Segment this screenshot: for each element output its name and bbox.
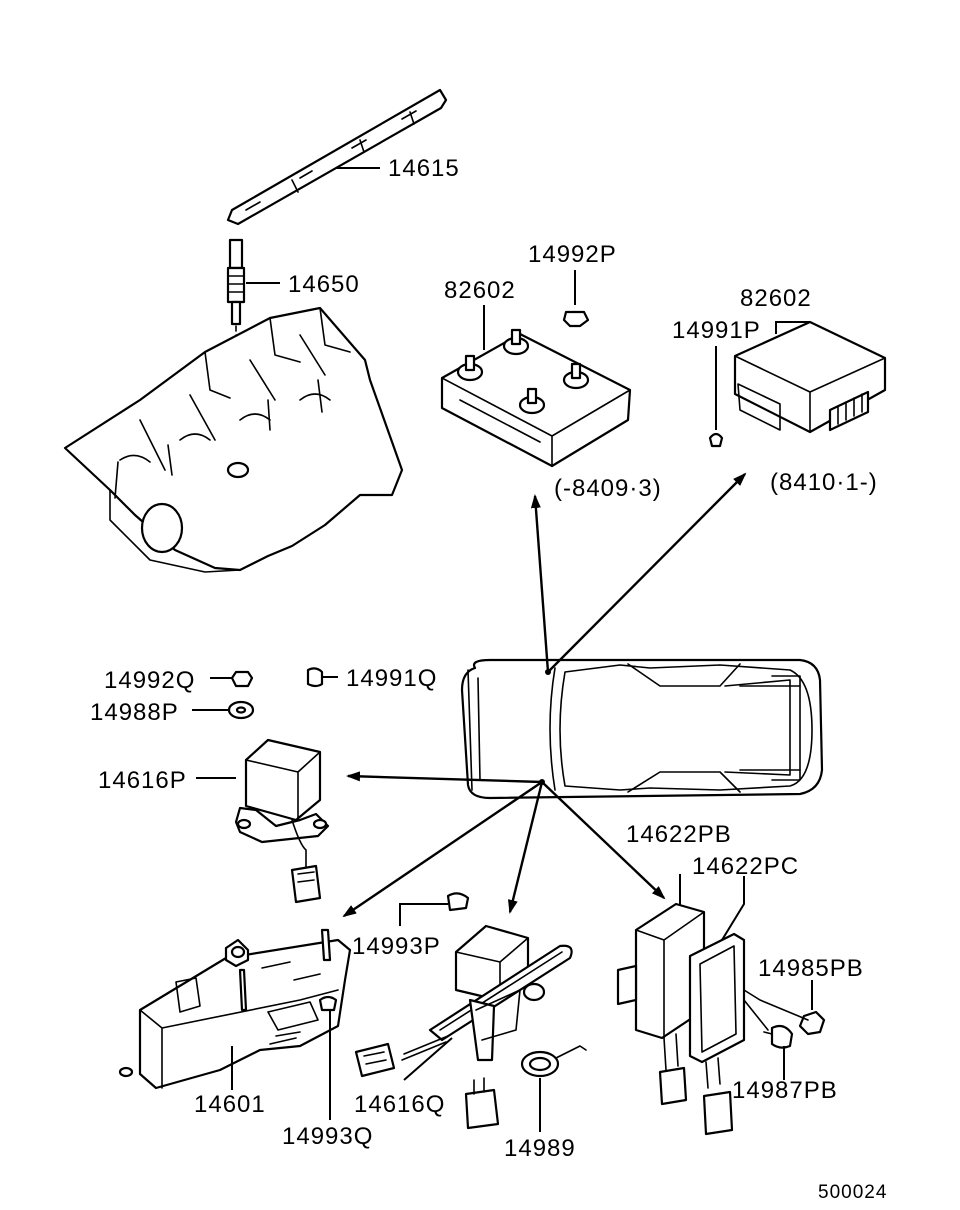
label-14987PB: 14987PB — [732, 1077, 838, 1104]
label-range-old: (-8409·3) — [554, 475, 662, 502]
label-14989: 14989 — [504, 1135, 576, 1162]
screw-14987PB — [743, 989, 809, 1080]
leader-14622PC — [721, 876, 745, 941]
screw-14991Q — [306, 667, 338, 688]
reference-number: 500024 — [818, 1182, 887, 1203]
nut-14985PB — [798, 980, 826, 1036]
nut-14992P — [562, 270, 590, 328]
label-14622PC: 14622PC — [692, 853, 799, 880]
label-14985PB: 14985PB — [758, 955, 864, 982]
label-14601: 14601 — [194, 1091, 266, 1118]
glow-plug — [226, 238, 246, 326]
screw-14991P — [708, 346, 724, 448]
label-14992Q: 14992Q — [104, 667, 195, 694]
label-14993P: 14993P — [352, 933, 441, 960]
car-outline — [460, 658, 824, 800]
label-82602-new: 82602 — [740, 285, 812, 312]
label-82602-old: 82602 — [444, 277, 516, 304]
relay-box-new — [733, 320, 887, 434]
label-14615: 14615 — [388, 155, 460, 182]
label-14991Q: 14991Q — [346, 665, 437, 692]
gasket-strip — [226, 88, 448, 226]
nut-14992Q — [210, 670, 254, 688]
relay-box-old — [440, 328, 632, 468]
label-14650: 14650 — [288, 271, 360, 298]
control-unit-14622PC — [688, 932, 746, 1136]
label-range-new: (8410·1-) — [770, 469, 878, 496]
location-arrows — [342, 472, 747, 918]
clip-14989 — [520, 1045, 587, 1132]
bolt-14993Q — [318, 995, 338, 1120]
label-14616P: 14616P — [98, 767, 187, 794]
cylinder-head — [63, 306, 404, 573]
label-14991P: 14991P — [672, 317, 761, 344]
control-unit-14622PB — [616, 902, 706, 1106]
bolt-14993P — [399, 892, 470, 926]
label-14992P: 14992P — [528, 241, 617, 268]
label-14616Q: 14616Q — [354, 1091, 445, 1118]
leader-82602-b — [775, 321, 810, 334]
leader-14616Q — [403, 1037, 453, 1081]
bracket-14601 — [118, 928, 352, 1090]
label-14993Q: 14993Q — [282, 1123, 373, 1150]
label-14988P: 14988P — [90, 699, 179, 726]
washer-14988P — [192, 700, 255, 720]
label-14622PB: 14622PB — [626, 821, 732, 848]
relay-14616P — [234, 738, 330, 904]
relay-14616Q — [354, 924, 573, 1130]
